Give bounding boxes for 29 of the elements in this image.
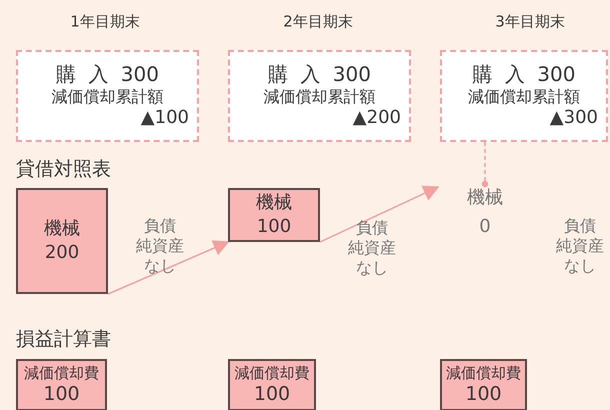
expense-block: 減価償却費 100 bbox=[228, 359, 316, 410]
period-heading: 2年目期末 bbox=[283, 12, 353, 32]
accumulated-depreciation-label: 減価償却累計額 bbox=[52, 87, 164, 108]
note-card bbox=[228, 50, 411, 142]
asset-name: 機械 bbox=[467, 186, 503, 210]
note-card bbox=[16, 50, 199, 142]
asset-block: 機械 200 bbox=[16, 188, 108, 294]
liabilities-note: 負債純資産なし bbox=[556, 216, 604, 276]
section-heading: 貸借対照表 bbox=[16, 158, 111, 182]
purchase-amount: 購 入 300 bbox=[268, 62, 371, 88]
expense-block: 減価償却費 100 bbox=[16, 359, 107, 410]
period-heading: 3年目期末 bbox=[495, 12, 565, 32]
accumulated-depreciation-value: ▲300 bbox=[550, 107, 598, 130]
arrow bbox=[320, 186, 440, 243]
arrow bbox=[108, 240, 230, 295]
purchase-amount: 購 入 300 bbox=[56, 62, 159, 88]
purchase-amount: 購 入 300 bbox=[472, 62, 576, 88]
accumulated-depreciation-value: ▲100 bbox=[140, 107, 189, 130]
liabilities-note: 負債純資産なし bbox=[348, 218, 396, 278]
accumulated-depreciation-label: 減価償却累計額 bbox=[468, 87, 580, 108]
expense-block: 減価償却費 100 bbox=[440, 359, 527, 410]
accumulated-depreciation-label: 減価償却累計額 bbox=[264, 87, 376, 108]
asset-value: 0 bbox=[479, 215, 491, 239]
asset-block: 機械 100 bbox=[228, 188, 320, 242]
note-card bbox=[440, 50, 608, 142]
period-heading: 1年目期末 bbox=[70, 12, 140, 32]
section-heading: 損益計算書 bbox=[16, 328, 111, 352]
dotted-connector bbox=[482, 142, 488, 188]
accumulated-depreciation-value: ▲200 bbox=[352, 107, 401, 130]
